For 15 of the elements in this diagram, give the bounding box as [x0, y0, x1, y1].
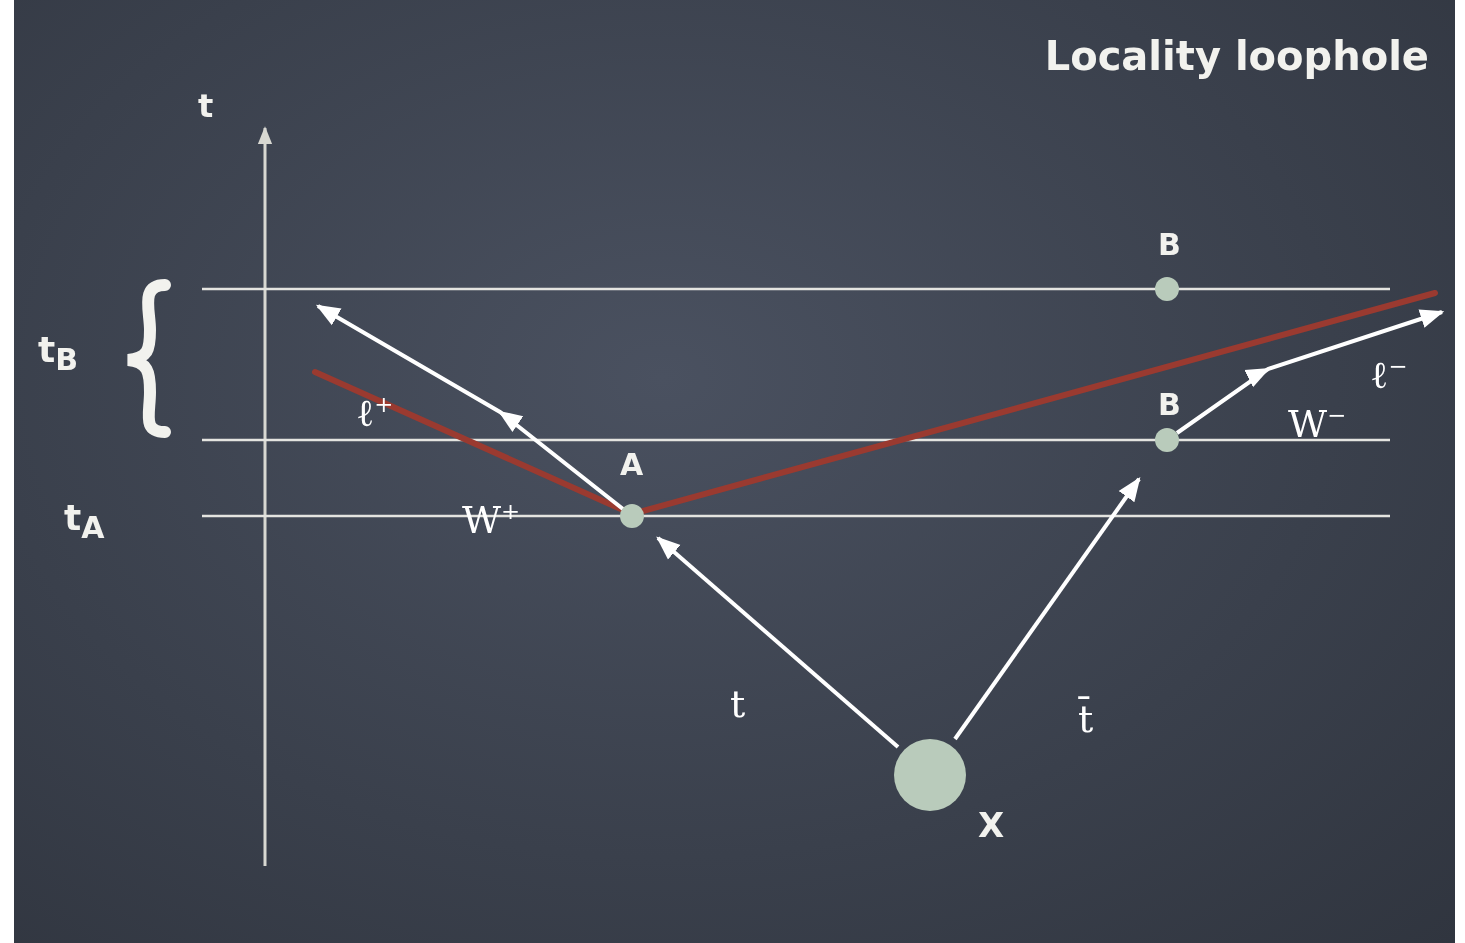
event-label: B — [1158, 230, 1181, 260]
arrow — [953, 477, 1141, 741]
arrow — [316, 304, 625, 511]
edge-label: W$^{−}$ — [1288, 404, 1347, 443]
time-label: t$_{B}$ — [38, 332, 79, 376]
event-label: B — [1158, 390, 1181, 420]
particle-label: ℓ$^{+}$ — [356, 393, 394, 432]
event-label: A — [620, 450, 644, 480]
axis-label: t — [198, 90, 214, 122]
event-label: X — [978, 808, 1005, 842]
edge-label: t — [730, 685, 746, 723]
particle-label: ℓ$^{−}$ — [1370, 355, 1408, 394]
arrow — [1175, 309, 1444, 435]
arrow — [656, 536, 900, 749]
time-label: t$_{A}$ — [64, 500, 105, 544]
